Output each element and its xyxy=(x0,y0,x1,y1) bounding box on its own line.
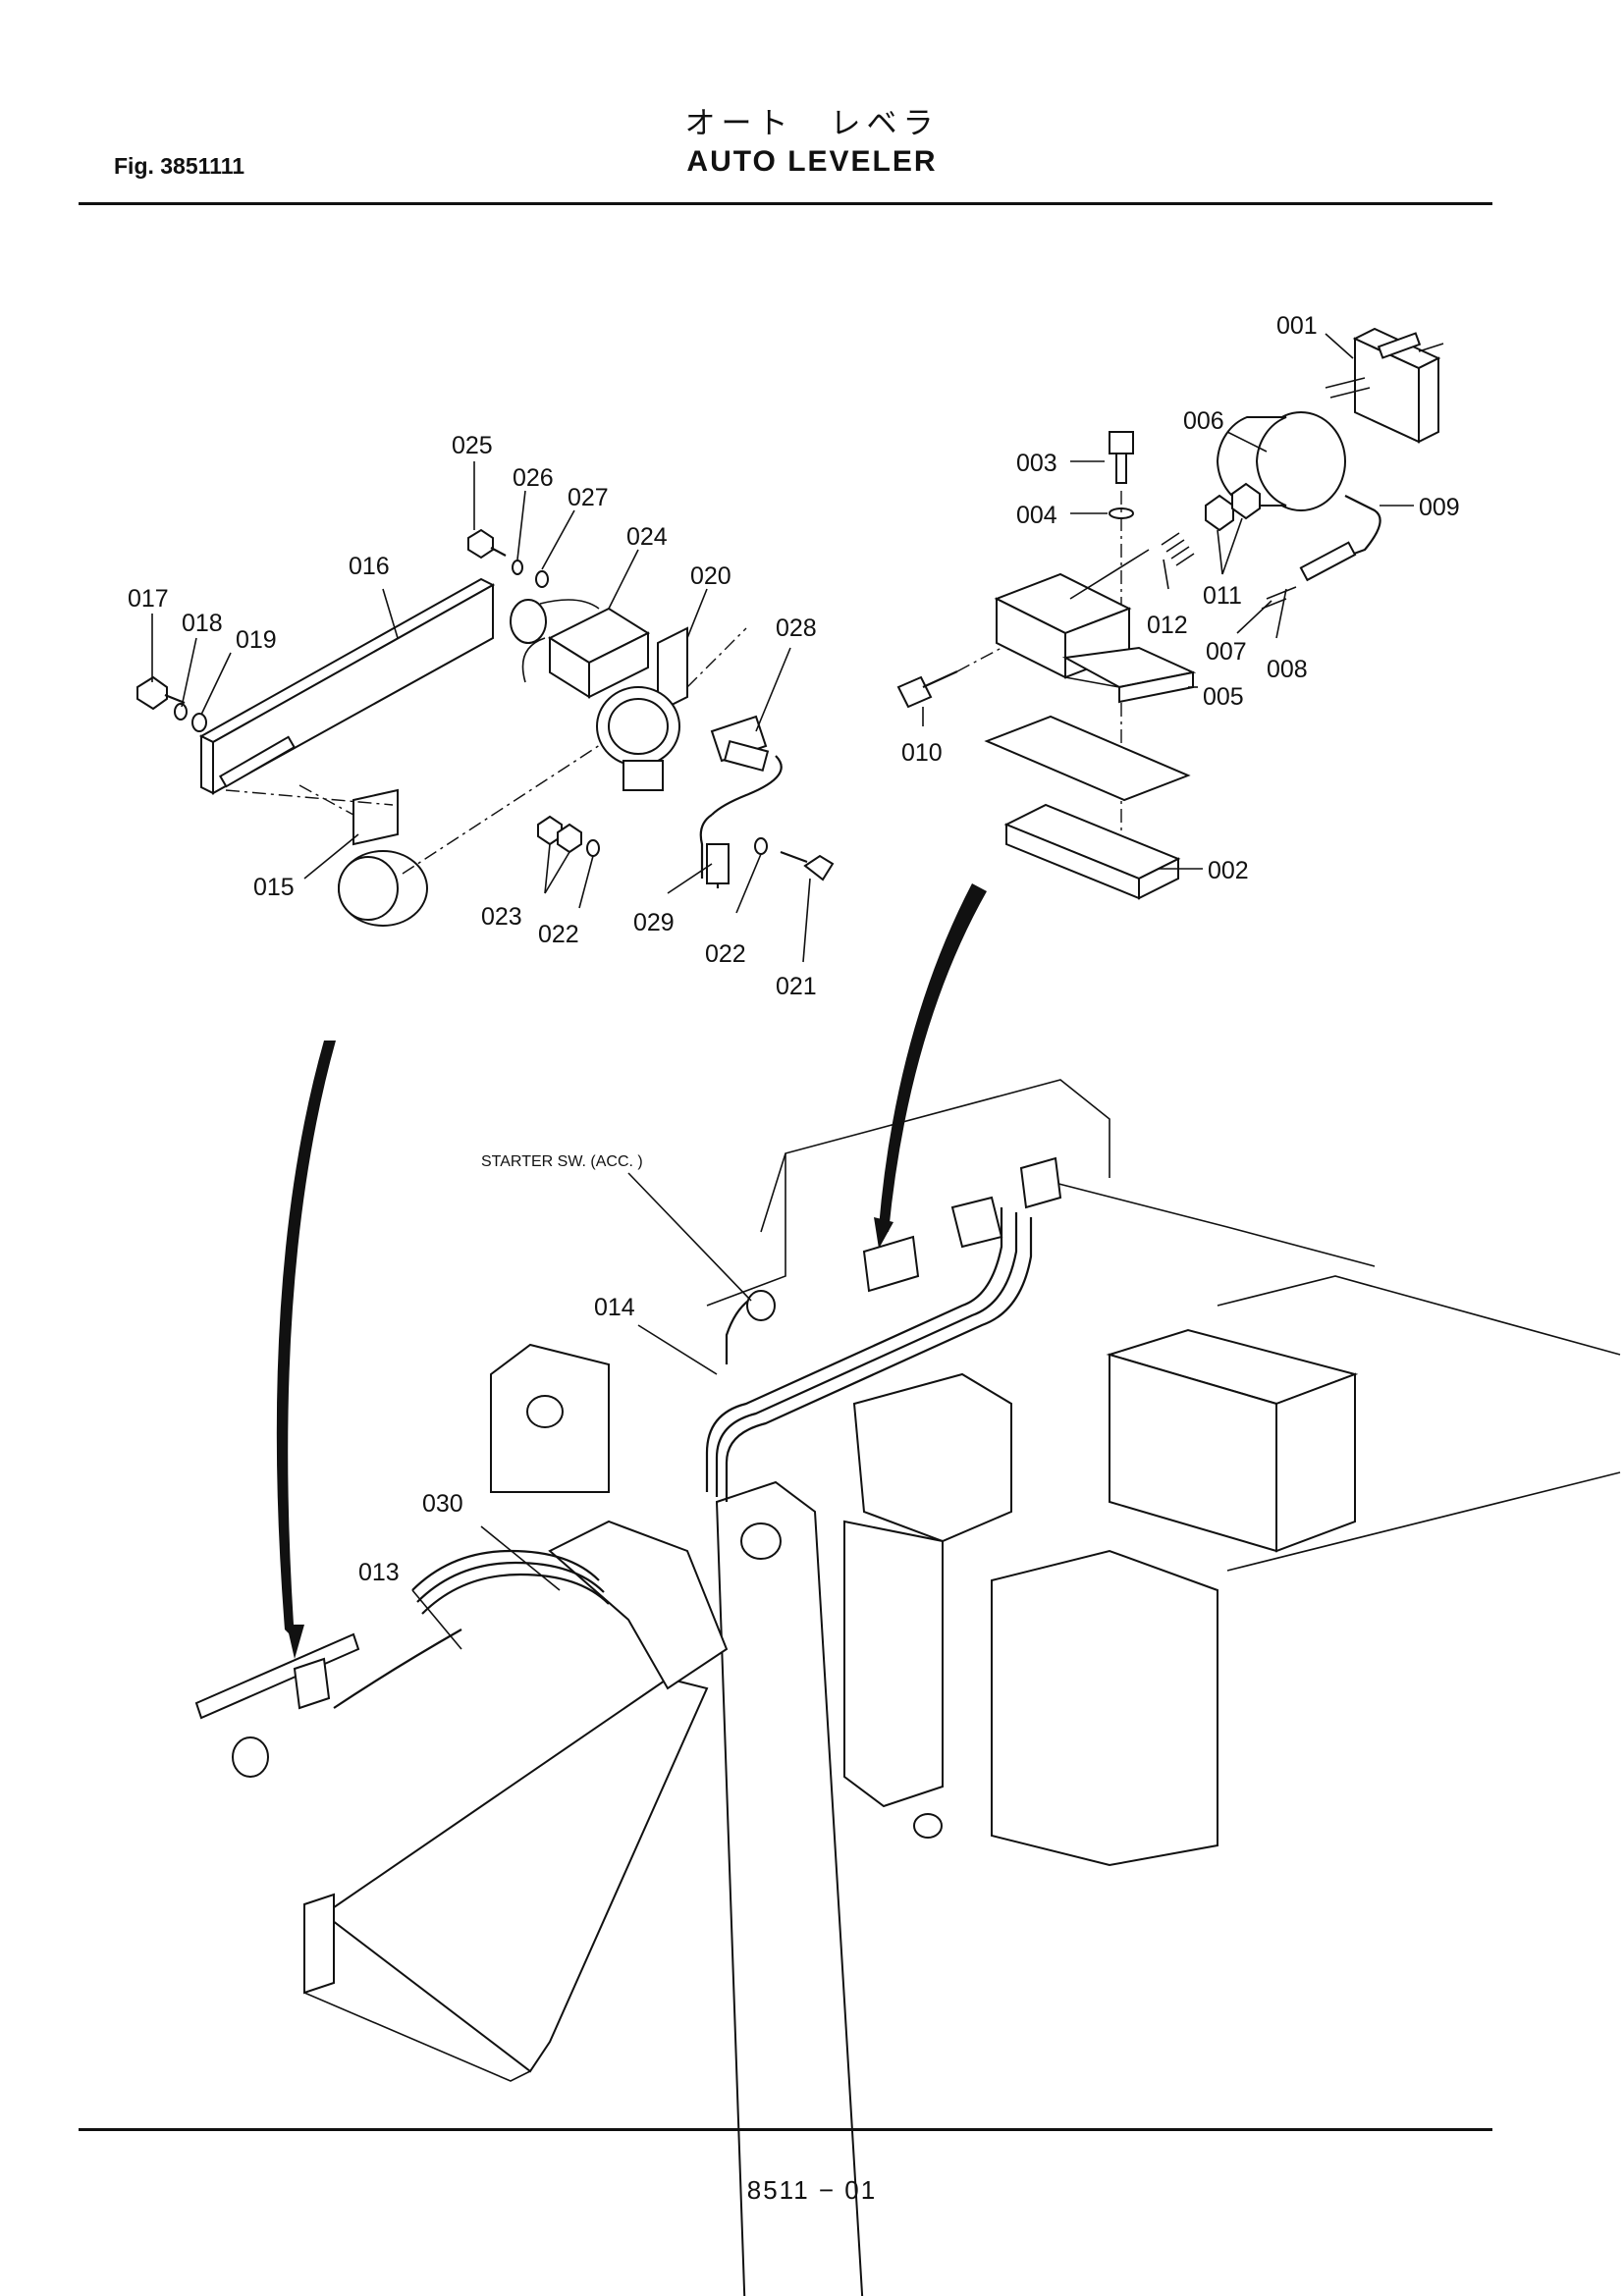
callout-022-right: 022 xyxy=(705,940,746,968)
page-title: AUTO LEVELER xyxy=(686,145,938,178)
callout-002: 002 xyxy=(1208,857,1249,884)
callout-004: 004 xyxy=(1016,502,1057,529)
figure-number: Fig. 3851111 xyxy=(114,153,245,179)
callout-006: 006 xyxy=(1183,407,1224,435)
callout-013: 013 xyxy=(358,1559,400,1586)
leader-lines xyxy=(151,333,1414,1650)
machine-view xyxy=(194,883,1621,2296)
callout-023: 023 xyxy=(481,903,522,931)
callout-027: 027 xyxy=(568,484,609,511)
callout-024: 024 xyxy=(626,523,668,551)
callout-025: 025 xyxy=(452,432,493,459)
callout-007: 007 xyxy=(1206,638,1247,666)
callout-011: 011 xyxy=(1203,582,1242,610)
callout-014: 014 xyxy=(594,1294,635,1321)
callout-028: 028 xyxy=(776,614,817,642)
japanese-title: オート レベラ xyxy=(684,106,940,141)
callout-001: 001 xyxy=(1276,312,1318,340)
left-subassembly xyxy=(136,528,835,927)
header-rule xyxy=(79,202,1492,205)
callout-005: 005 xyxy=(1203,683,1244,711)
callout-003: 003 xyxy=(1016,450,1057,477)
callout-labels: 001 006 003 004 009 012 011 007 008 005 … xyxy=(128,312,1460,1586)
callout-starter-switch: STARTER SW. (ACC. ) xyxy=(481,1153,643,1170)
callout-008: 008 xyxy=(1267,656,1308,683)
callout-018: 018 xyxy=(182,610,223,637)
callout-026: 026 xyxy=(513,464,554,492)
callout-030: 030 xyxy=(422,1490,463,1518)
right-subassembly xyxy=(896,327,1444,900)
footer-rule xyxy=(79,2128,1492,2131)
callout-012: 012 xyxy=(1147,612,1188,639)
callout-009: 009 xyxy=(1419,494,1460,521)
callout-016: 016 xyxy=(349,553,390,580)
callout-029: 029 xyxy=(633,909,675,936)
callout-015: 015 xyxy=(253,874,295,901)
page-number: 8511 − 01 xyxy=(746,2175,878,2205)
callout-021: 021 xyxy=(776,973,817,1000)
callout-020: 020 xyxy=(690,562,731,590)
callout-017: 017 xyxy=(128,585,169,613)
callout-022-left: 022 xyxy=(538,921,579,948)
callout-010: 010 xyxy=(901,739,943,767)
callout-019: 019 xyxy=(236,626,277,654)
